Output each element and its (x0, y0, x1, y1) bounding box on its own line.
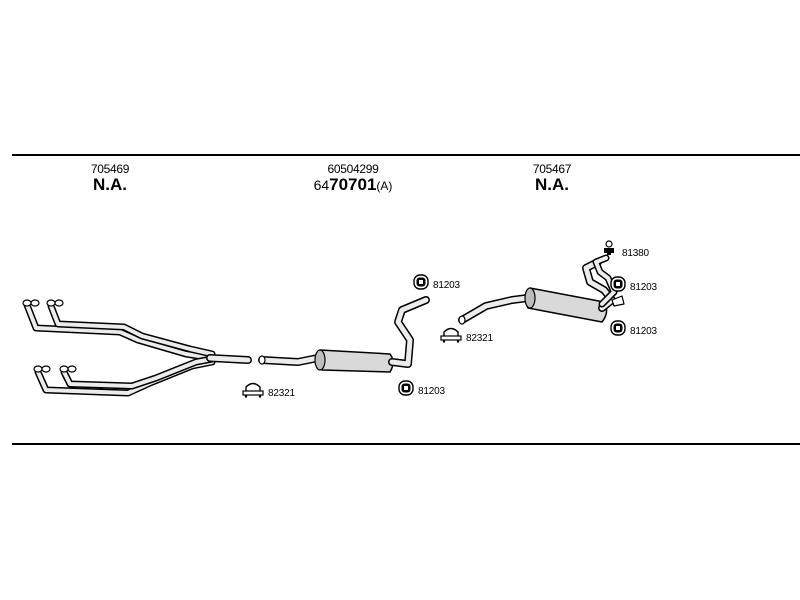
part-number-rear-silencer: 705467 (532, 162, 572, 176)
code-prefix: 64 (313, 177, 330, 193)
code-main: 70701 (329, 175, 377, 194)
u-bolt-clamp-icon (440, 325, 462, 348)
code-suffix: (A) (376, 179, 393, 193)
label-mount-mid: 81203 (418, 386, 445, 397)
code-middle-silencer: 6470701(A) (298, 176, 408, 195)
section-middle-silencer: 60504299 6470701(A) (298, 162, 408, 195)
rubber-mount-icon (398, 380, 414, 401)
section-front-pipes: 705469 N.A. (80, 162, 140, 194)
section-rear-silencer: 705467 N.A. (520, 162, 584, 194)
hanger-icon (602, 240, 616, 261)
label-mount-mid-upper: 81203 (433, 280, 460, 291)
part-number-front-pipes: 705469 (90, 162, 130, 176)
label-mount-right-lower: 81203 (630, 326, 657, 337)
label-clamp-left: 82321 (268, 388, 295, 399)
rear-silencer-assembly (458, 254, 625, 325)
rubber-mount-icon (413, 274, 429, 295)
label-mount-right-upper: 81203 (630, 282, 657, 293)
label-clamp-mid: 82321 (466, 333, 493, 344)
middle-muffler (316, 349, 394, 373)
bottom-divider (12, 443, 800, 445)
front-pipe-assembly (23, 301, 252, 397)
rear-muffler (524, 287, 608, 323)
rubber-mount-icon (610, 320, 626, 341)
code-rear-silencer: N.A. (535, 175, 569, 194)
label-hanger-top: 81380 (622, 248, 649, 259)
u-bolt-clamp-icon (242, 380, 264, 403)
middle-silencer-assembly (258, 296, 430, 373)
pipe-flanges (22, 299, 77, 373)
top-divider (12, 154, 800, 156)
rubber-mount-icon (610, 276, 626, 297)
part-number-middle-silencer: 60504299 (327, 162, 379, 176)
code-front-pipes: N.A. (93, 175, 127, 194)
